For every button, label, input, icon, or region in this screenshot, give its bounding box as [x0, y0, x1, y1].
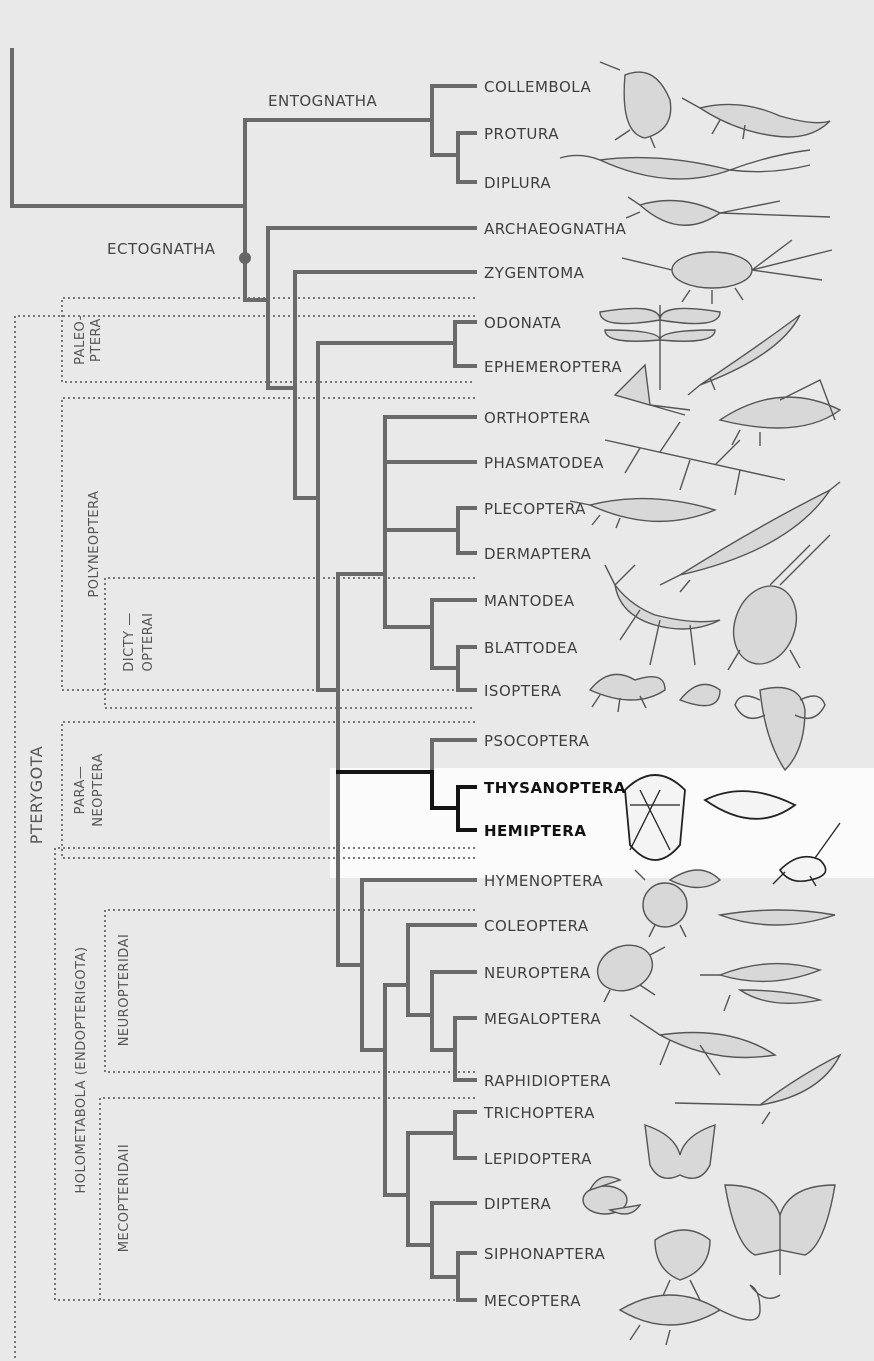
orthoptera-illustration [720, 380, 840, 446]
psocoptera-illustration [680, 684, 825, 770]
taxon-label: MEGALOPTERA [484, 1010, 601, 1028]
archaeognatha-illustration [626, 197, 830, 225]
taxon-label: RAPHIDIOPTERA [484, 1072, 611, 1090]
taxon-label: NEUROPTERA [484, 964, 591, 982]
taxon-label: ODONATA [484, 314, 561, 332]
group-label-dictyopterai: DICTY — OPTERAI [122, 612, 156, 671]
group-label-mecopteridai: MECOPTERIDAII [117, 1144, 132, 1252]
taxon-label: HYMENOPTERA [484, 872, 603, 890]
svg-text:PALEO-: PALEO- [73, 315, 88, 365]
taxon-label: MANTODEA [484, 592, 575, 610]
taxon-label: DIPTERA [484, 1195, 551, 1213]
trichoptera-illustration [675, 1055, 840, 1124]
coleoptera-illustration [591, 910, 835, 1002]
siphonaptera-illustration [655, 1230, 710, 1300]
taxon-label: THYSANOPTERA [484, 779, 626, 797]
taxon-label: ISOPTERA [484, 682, 562, 700]
plecoptera-illustration [570, 499, 715, 528]
group-label-pterygota: PTERYGOTA [27, 746, 46, 844]
taxon-label: EPHEMEROPTERA [484, 358, 622, 376]
svg-text:PARA—: PARA— [73, 766, 88, 815]
insect-illustrations [560, 62, 840, 1345]
taxon-label: PHASMATODEA [484, 454, 604, 472]
taxon-label: MECOPTERA [484, 1292, 581, 1310]
taxon-label: PROTURA [484, 125, 559, 143]
mecopteridai-bracket [100, 1098, 475, 1300]
taxon-label: LEPIDOPTERA [484, 1150, 592, 1168]
svg-text:PTERA: PTERA [89, 318, 104, 362]
mecoptera-illustration [620, 1285, 780, 1345]
clade-label-ectognatha: ECTOGNATHA [107, 240, 216, 258]
mantodea-illustration [605, 565, 720, 665]
taxon-label: SIPHONAPTERA [484, 1245, 606, 1263]
taxon-label: PSOCOPTERA [484, 732, 590, 750]
svg-text:DICTY —: DICTY — [122, 612, 137, 671]
taxon-label: BLATTODEA [484, 639, 578, 657]
dictyopterai-bracket [105, 578, 475, 708]
svg-text:NEOPTERA: NEOPTERA [91, 753, 106, 827]
ephemeroptera-illustration [615, 365, 690, 415]
hymenoptera-illustration [635, 870, 720, 937]
isoptera-illustration [590, 674, 665, 712]
dermaptera-illustration [660, 482, 840, 592]
taxon-label: ARCHAEOGNATHA [484, 220, 627, 238]
taxon-label: DERMAPTERA [484, 545, 592, 563]
phasmatodea-illustration [605, 422, 785, 495]
taxon-label: COLEOPTERA [484, 917, 589, 935]
taxon-label: DIPLURA [484, 174, 551, 192]
group-label-holometabola: HOLOMETABOLA (ENDOPTERIGOTA) [74, 946, 89, 1193]
group-label-neuropteridai: NEUROPTERIDAI [117, 934, 132, 1047]
taxon-label: ZYGENTOMA [484, 264, 585, 282]
diptera-illustration [583, 1177, 640, 1214]
ectognatha-node-marker [239, 252, 251, 264]
collembola-illustration [600, 62, 830, 148]
neuropteridai-bracket [105, 910, 475, 1072]
group-label-paraneoptera: PARA— NEOPTERA [73, 753, 106, 827]
taxon-label: PLECOPTERA [484, 500, 586, 518]
taxon-label: TRICHOPTERA [483, 1104, 595, 1122]
group-label-polyneoptera: POLYNEOPTERA [87, 490, 102, 597]
svg-text:OPTERAI: OPTERAI [141, 613, 156, 672]
zygentoma-illustration [622, 240, 832, 304]
neuroptera-illustration [700, 964, 820, 1011]
thysanoptera-illustration [625, 775, 685, 860]
diplura-illustration [560, 150, 810, 179]
group-label-paleoptera: PALEO- PTERA [73, 315, 104, 365]
taxon-label: COLLEMBOLA [484, 78, 591, 96]
megaloptera-illustration [630, 1015, 775, 1075]
taxon-label: HEMIPTERA [484, 822, 586, 840]
clade-label-entognatha: ENTOGNATHA [268, 92, 378, 110]
taxon-label: ORTHOPTERA [484, 409, 590, 427]
